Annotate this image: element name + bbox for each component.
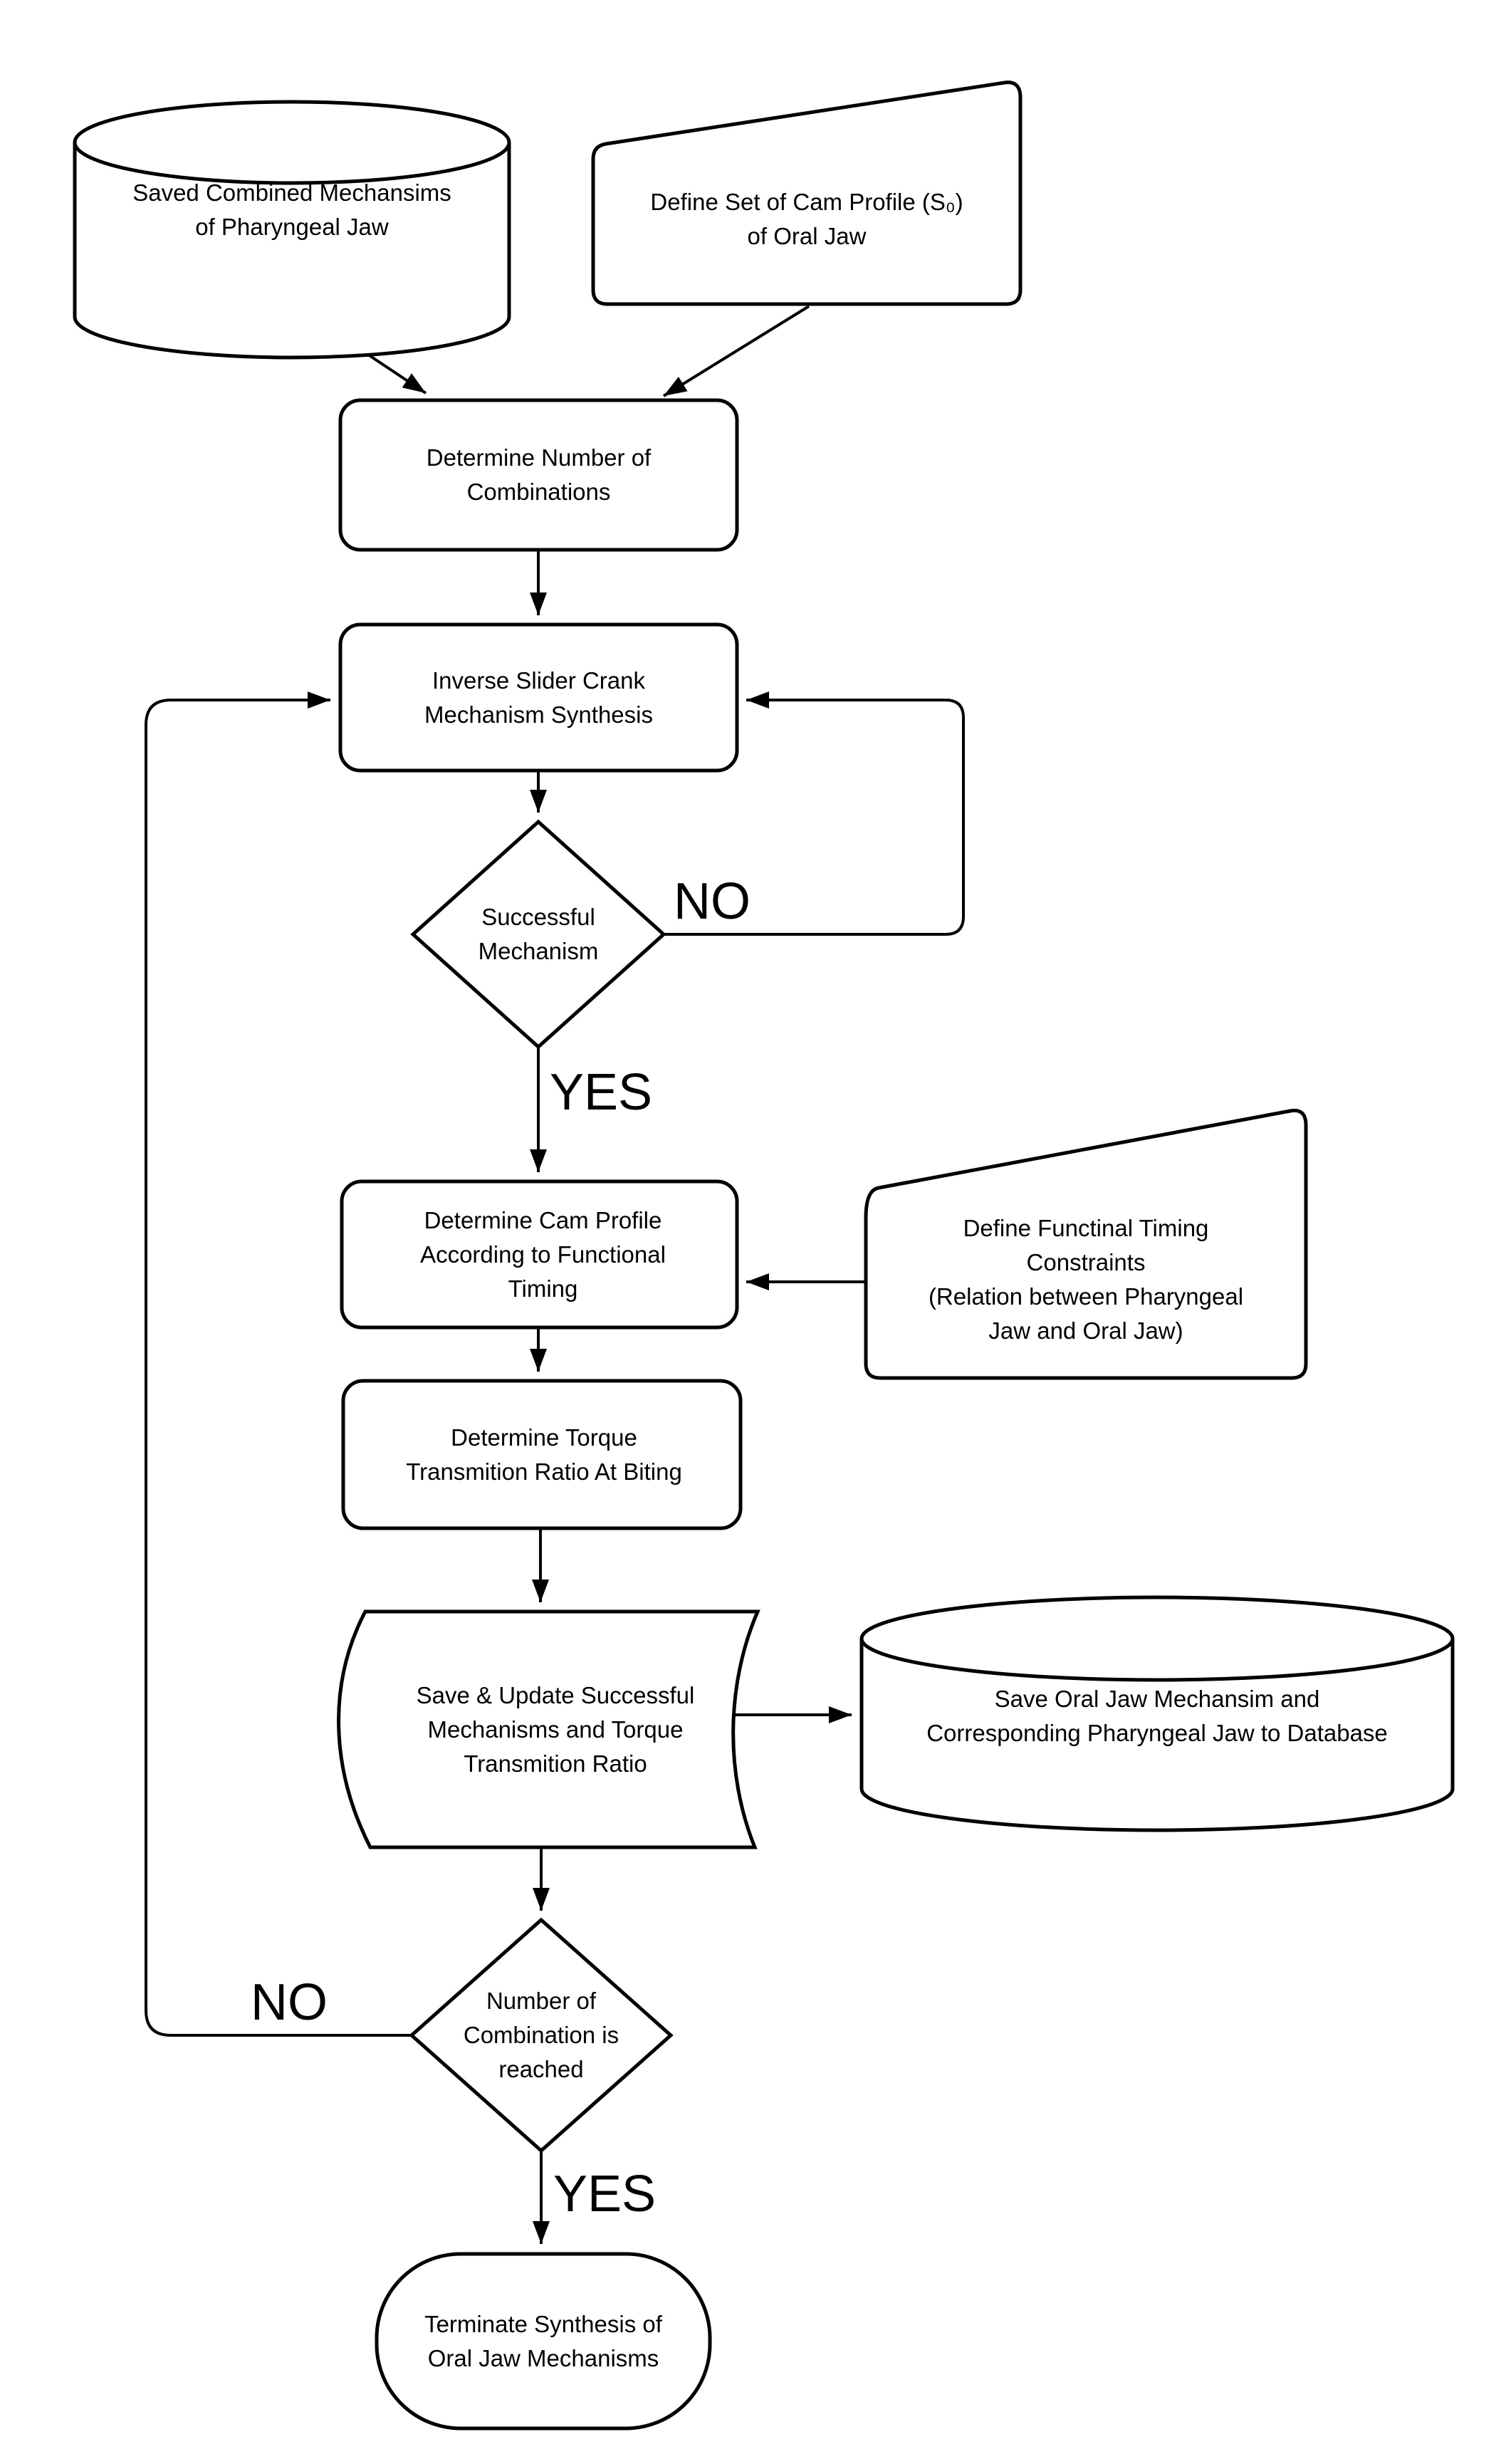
save-update-mechanisms-shape <box>337 1609 760 1849</box>
edge-label-successful-yes: YES <box>550 1064 653 1121</box>
number-reached-diamond-shape <box>409 1917 674 2154</box>
determine-cam-profile-label: Determine Cam Profile According to Funct… <box>420 1206 666 1302</box>
number-reached-label: Number of Combination is reached <box>463 1988 619 2082</box>
edge-label-reached-yes: YES <box>553 2166 657 2223</box>
node-shape-group <box>73 80 1455 2431</box>
determine-torque-label: Determine Torque Transmition Ratio At Bi… <box>406 1424 682 1485</box>
determine-combinations-shape <box>338 398 739 552</box>
determine-torque-shape <box>341 1379 743 1530</box>
define-timing-constraints-label: Define Functinal Timing Constraints (Rel… <box>928 1215 1244 1344</box>
edge-camProfile-to-combinations <box>662 305 810 397</box>
define-cam-profile-label: Define Set of Cam Profile (S₀) of Oral J… <box>650 188 963 249</box>
saved-mechanisms-database-label: Saved Combined Mechansims of Pharyngeal … <box>132 179 451 240</box>
save-oral-jaw-database-shape <box>859 1595 1455 1832</box>
edge-numberReached-no-loop <box>145 691 412 2037</box>
inverse-slider-crank-label: Inverse Slider Crank Mechanism Synthesis <box>424 667 653 728</box>
define-timing-constraints-shape <box>864 1108 1308 1380</box>
terminate-shape <box>375 2252 712 2431</box>
determine-combinations-label: Determine Number of Combinations <box>426 444 652 505</box>
edge-successful-no-loop <box>664 691 965 936</box>
terminate-label: Terminate Synthesis of Oral Jaw Mechanis… <box>424 2310 662 2371</box>
edge-label-reached-no: NO <box>251 1974 328 2031</box>
inverse-slider-crank-shape <box>338 622 739 773</box>
edge-label-successful-no: NO <box>674 873 751 930</box>
saved-mechanisms-database-rim <box>73 142 511 185</box>
save-oral-jaw-database-label: Save Oral Jaw Mechansim and Correspondin… <box>926 1686 1388 1746</box>
saved-mechanisms-database-shape <box>73 100 511 360</box>
save-oral-jaw-database-rim <box>859 1638 1455 1682</box>
save-update-mechanisms-label: Save & Update Successful Mechanisms and … <box>416 1681 695 1777</box>
successful-mechanism-diamond-shape <box>410 819 666 1050</box>
edge-group <box>145 305 965 2244</box>
define-cam-profile-shape <box>591 80 1023 306</box>
determine-cam-profile-shape <box>340 1179 739 1330</box>
successful-mechanism-label: Successful Mechanism <box>478 904 599 964</box>
